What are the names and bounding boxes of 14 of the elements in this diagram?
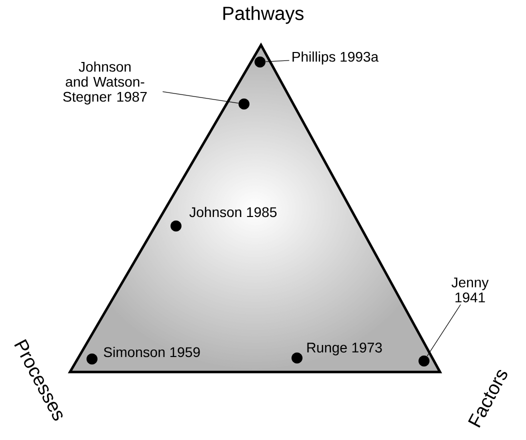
data-dot: [254, 56, 266, 68]
citation-label: Jenny 1941: [452, 278, 489, 302]
citation-label: Phillips 1993a: [292, 51, 379, 65]
leader-line: [265, 60, 290, 62]
data-dot: [238, 98, 250, 110]
citation-label: Johnson 1985: [189, 206, 277, 218]
citation-label: Johnson and Watson-Stegner 1987: [63, 61, 147, 105]
citation-label: Runge 1973: [307, 342, 382, 356]
data-dot: [418, 356, 430, 366]
data-dot: [292, 352, 302, 364]
leader-line: [162, 91, 239, 104]
data-dot: [86, 354, 98, 364]
data-dot: [170, 220, 182, 232]
citation-label: Simonson 1959: [104, 346, 200, 358]
